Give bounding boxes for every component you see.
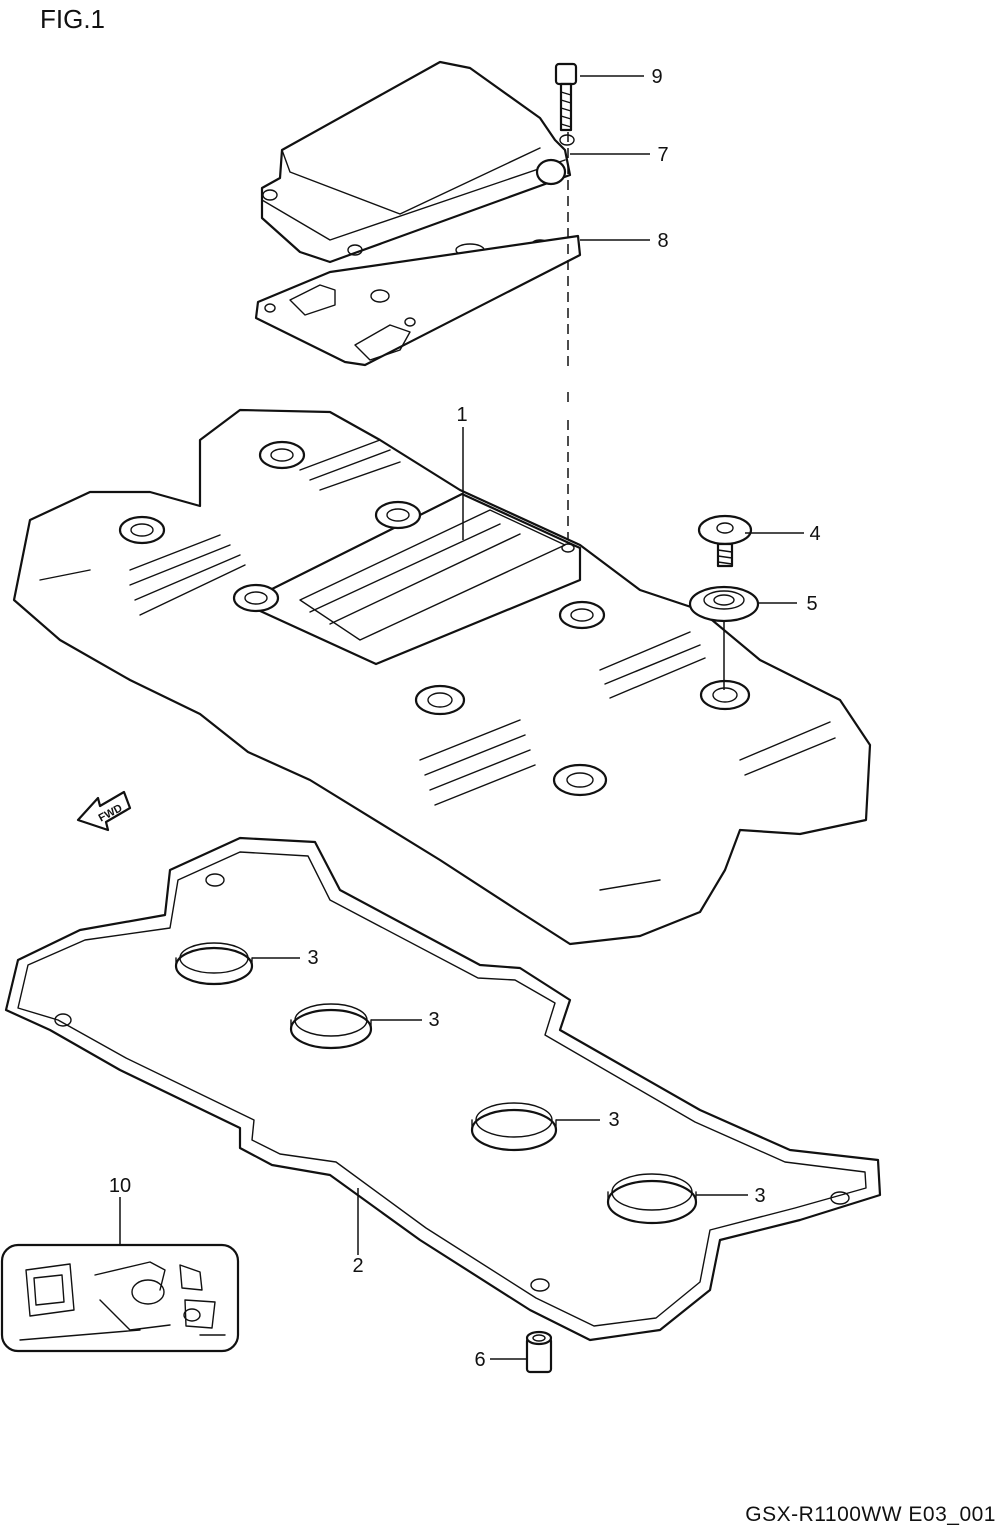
- breather-cover: [260, 60, 575, 264]
- callout-3-a: 3: [307, 947, 318, 969]
- callout-3-c: 3: [608, 1109, 619, 1131]
- callout-7: 7: [657, 144, 668, 166]
- callout-leaders: [119, 75, 804, 1360]
- figure-title: FIG.1: [40, 4, 106, 34]
- callout-10: 10: [109, 1175, 131, 1197]
- plug-tube-gaskets: [174, 942, 698, 1225]
- callout-8: 8: [657, 230, 668, 252]
- gasket-set: [0, 1243, 240, 1353]
- dowel-pin: [525, 1330, 553, 1374]
- diagram-code: GSX-R1100WW E03_001: [745, 1503, 996, 1526]
- callout-1: 1: [456, 404, 467, 426]
- breather-gasket: [254, 234, 582, 367]
- cylinder-head-cover: [12, 408, 872, 946]
- bolt-grommet: [688, 585, 760, 623]
- forward-direction-arrow: FWD: [76, 790, 132, 832]
- cover-bolt: [697, 514, 753, 568]
- plug-seal-4: [606, 1173, 698, 1225]
- plug-seal-2: [289, 1003, 373, 1050]
- callout-6: 6: [474, 1349, 485, 1371]
- callout-3-d: 3: [754, 1185, 765, 1207]
- callout-3-b: 3: [428, 1009, 439, 1031]
- plug-seal-3: [470, 1102, 558, 1152]
- callout-9: 9: [651, 66, 662, 88]
- bolt: [554, 62, 578, 132]
- callout-4: 4: [809, 523, 820, 545]
- callout-5: 5: [806, 593, 817, 615]
- plug-seal-1: [174, 942, 254, 986]
- callout-2: 2: [352, 1255, 363, 1277]
